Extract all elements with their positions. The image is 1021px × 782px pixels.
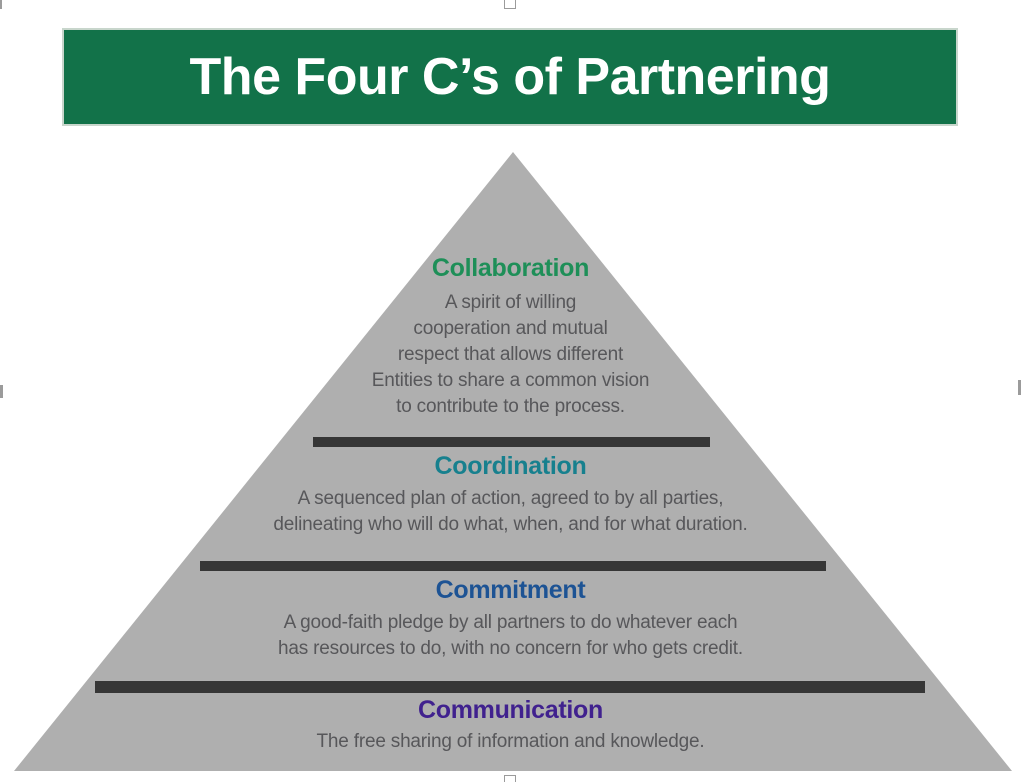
text-line: delineating who will do what, when, and … <box>273 514 748 535</box>
text-line: A spirit of willing <box>444 292 577 313</box>
level-collaboration-description: A spirit of willing cooperation and mutu… <box>0 290 1021 420</box>
level-coordination-description: A sequenced plan of action, agreed to by… <box>0 486 1021 538</box>
level-communication-description: The free sharing of information and know… <box>0 729 1021 755</box>
diagram-title: The Four C’s of Partnering <box>189 48 831 106</box>
text-line: to contribute to the process. <box>396 396 625 417</box>
resize-handle-left[interactable] <box>0 385 3 398</box>
text-line: has resources to do, with no concern for… <box>278 638 743 659</box>
level-commitment-description: A good-faith pledge by all partners to d… <box>0 610 1021 662</box>
resize-handle-top-left[interactable] <box>0 0 2 9</box>
divider-bar-commitment-communication <box>95 681 925 693</box>
level-coordination-title: Coordination <box>434 452 587 480</box>
text-line: A good-faith pledge by all partners to d… <box>283 612 738 633</box>
level-collaboration-title: Collaboration <box>431 254 590 282</box>
divider-bar-coordination-commitment <box>200 561 826 571</box>
level-commitment-title: Commitment <box>435 576 586 604</box>
resize-handle-top[interactable] <box>504 0 516 9</box>
text-line: cooperation and mutual <box>413 318 608 339</box>
text-line: A sequenced plan of action, agreed to by… <box>297 488 724 509</box>
text-line: The free sharing of information and know… <box>316 731 705 752</box>
text-line: Entities to share a common vision <box>371 370 650 391</box>
text-line: respect that allows different <box>397 344 624 365</box>
title-banner: The Four C’s of Partnering <box>62 28 958 126</box>
resize-handle-bottom[interactable] <box>504 775 516 782</box>
divider-bar-collaboration-coordination <box>313 437 710 447</box>
resize-handle-right[interactable] <box>1018 380 1021 395</box>
level-communication-title: Communication <box>418 696 603 724</box>
